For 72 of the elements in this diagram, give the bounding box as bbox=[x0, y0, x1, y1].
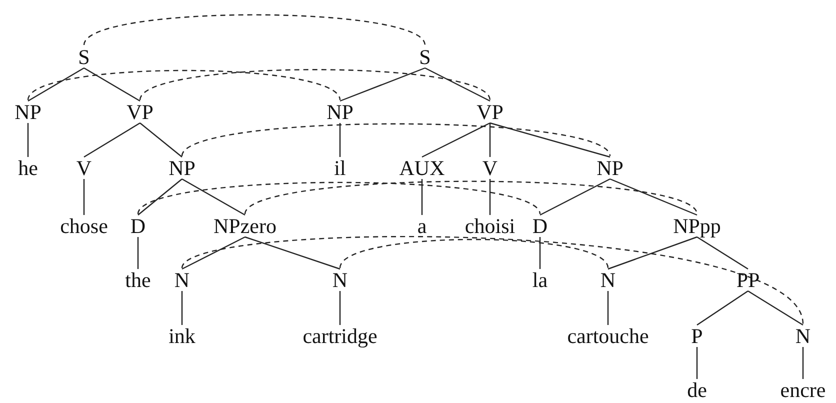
alignment-link bbox=[140, 69, 490, 100]
word-label: de bbox=[687, 379, 707, 401]
word-label: he bbox=[18, 157, 38, 179]
tree-branch bbox=[28, 67, 84, 102]
alignment-link bbox=[182, 123, 610, 156]
category-label: V bbox=[482, 157, 498, 179]
tree-branch bbox=[610, 178, 698, 216]
category-label: D bbox=[532, 215, 548, 237]
category-label: NPzero bbox=[214, 215, 276, 237]
alignment-link bbox=[84, 14, 426, 46]
category-label: P bbox=[691, 325, 703, 347]
category-label: N bbox=[174, 269, 190, 291]
word-label: encre bbox=[780, 379, 826, 401]
tree-branch bbox=[424, 67, 490, 102]
tree-branch bbox=[489, 179, 491, 215]
alignment-link bbox=[244, 180, 698, 214]
category-label: V bbox=[76, 157, 92, 179]
category-label: S bbox=[78, 46, 90, 68]
category-label: N bbox=[332, 269, 348, 291]
word-label: ink bbox=[168, 325, 196, 347]
word-label: a bbox=[417, 215, 427, 237]
category-label: S bbox=[419, 46, 431, 68]
tree-branch bbox=[84, 122, 140, 158]
tree-branch bbox=[748, 290, 804, 326]
tree-branch bbox=[83, 179, 85, 215]
word-label: chose bbox=[60, 215, 108, 237]
tree-branch bbox=[138, 178, 182, 216]
category-label: NP bbox=[168, 157, 196, 179]
tree-branch bbox=[802, 347, 804, 379]
tree-branch bbox=[84, 67, 140, 102]
tree-branch bbox=[339, 291, 341, 325]
alignment-link bbox=[182, 236, 804, 324]
tree-branch bbox=[140, 122, 182, 158]
tree-branch bbox=[339, 123, 341, 157]
word-label: cartouche bbox=[567, 325, 649, 347]
alignment-link bbox=[28, 70, 340, 100]
category-label: VP bbox=[126, 101, 154, 123]
tree-branch bbox=[27, 123, 29, 157]
category-label: VP bbox=[476, 101, 504, 123]
tree-branch bbox=[608, 236, 698, 270]
category-label: N bbox=[600, 269, 616, 291]
tree-branch bbox=[489, 123, 491, 157]
category-label: PP bbox=[736, 269, 760, 291]
tree-branch bbox=[607, 291, 609, 325]
word-label: choisi bbox=[464, 215, 516, 237]
category-label: NP bbox=[596, 157, 624, 179]
tree-branch bbox=[244, 236, 340, 270]
alignment-link bbox=[339, 238, 609, 268]
tree-branch bbox=[422, 122, 490, 158]
tree-branch bbox=[340, 67, 426, 102]
category-label: NPpp bbox=[673, 215, 721, 237]
category-label: NP bbox=[14, 101, 42, 123]
tree-branch bbox=[421, 179, 423, 215]
category-label: AUX bbox=[399, 157, 445, 179]
tree-branch bbox=[182, 236, 246, 270]
category-label: NP bbox=[326, 101, 354, 123]
tree-branch bbox=[490, 122, 610, 158]
tree-branch bbox=[696, 347, 698, 379]
category-label: D bbox=[130, 215, 146, 237]
alignment-link bbox=[138, 182, 540, 214]
tree-branch bbox=[696, 290, 748, 326]
word-label: cartridge bbox=[302, 325, 378, 347]
tree-branch bbox=[539, 237, 541, 269]
tree-branch bbox=[540, 178, 610, 216]
tree-branch bbox=[181, 291, 183, 325]
tree-branch bbox=[696, 236, 748, 270]
word-label: the bbox=[125, 269, 151, 291]
category-label: N bbox=[795, 325, 811, 347]
word-label: la bbox=[532, 269, 548, 291]
word-label: il bbox=[334, 157, 346, 179]
tree-branch bbox=[137, 237, 139, 269]
tree-branch bbox=[182, 178, 246, 216]
